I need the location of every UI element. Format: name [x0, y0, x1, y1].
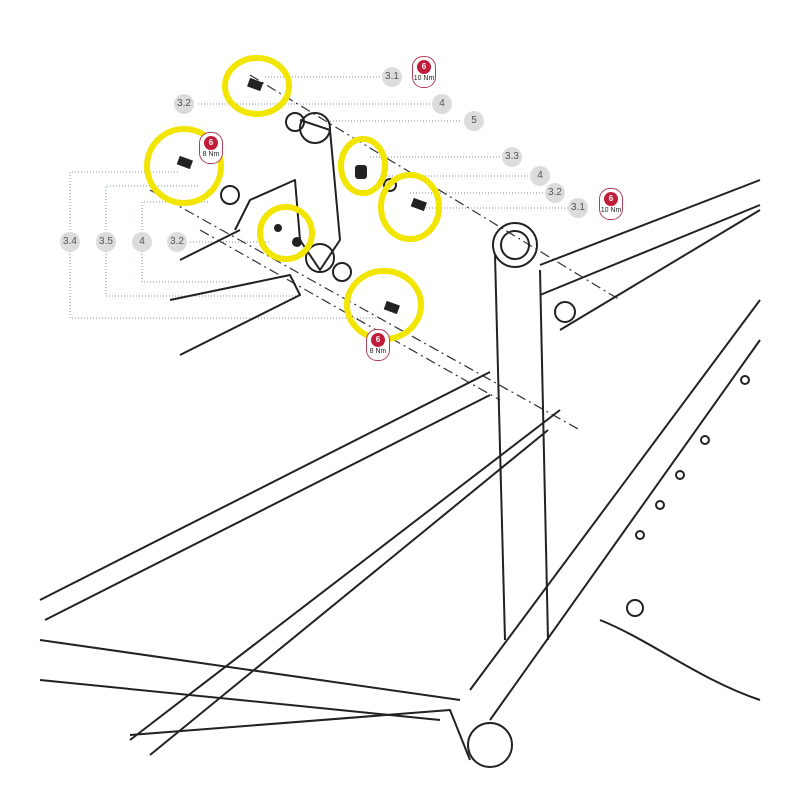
callout-label: 3.5: [96, 232, 116, 252]
highlight-circle: [378, 172, 442, 242]
frame-lines: [39, 112, 761, 768]
callout-label: 3.1: [568, 198, 588, 218]
callout-label: 4: [530, 166, 550, 186]
torque-value: 10 Nm: [413, 75, 435, 82]
bolts: [176, 77, 427, 315]
callout-label: 3.2: [167, 232, 187, 252]
leader-lines: [69, 76, 568, 319]
highlight-circle: [222, 55, 292, 117]
hex-key-icon: 6: [604, 192, 618, 206]
holes: [635, 375, 750, 540]
torque-value: 8 Nm: [202, 151, 220, 158]
callout-label: 3.1: [382, 67, 402, 87]
callout-label: 3.3: [502, 147, 522, 167]
callout-label: 4: [132, 232, 152, 252]
torque-value: 10 Nm: [600, 207, 622, 214]
highlight-circle: [257, 204, 315, 262]
hex-key-icon: 6: [371, 333, 385, 347]
hex-key-icon: 6: [417, 60, 431, 74]
hex-key-icon: 6: [204, 136, 218, 150]
highlight-circle: [344, 268, 424, 342]
highlight-circle: [144, 126, 224, 206]
highlight-circle: [338, 136, 388, 196]
callout-label: 5: [464, 111, 484, 131]
callout-label: 3.2: [545, 183, 565, 203]
axis-lines: [149, 74, 621, 431]
callout-label: 4: [432, 94, 452, 114]
callout-label: 3.4: [60, 232, 80, 252]
torque-value: 8 Nm: [369, 348, 387, 355]
callout-label: 3.2: [174, 94, 194, 114]
